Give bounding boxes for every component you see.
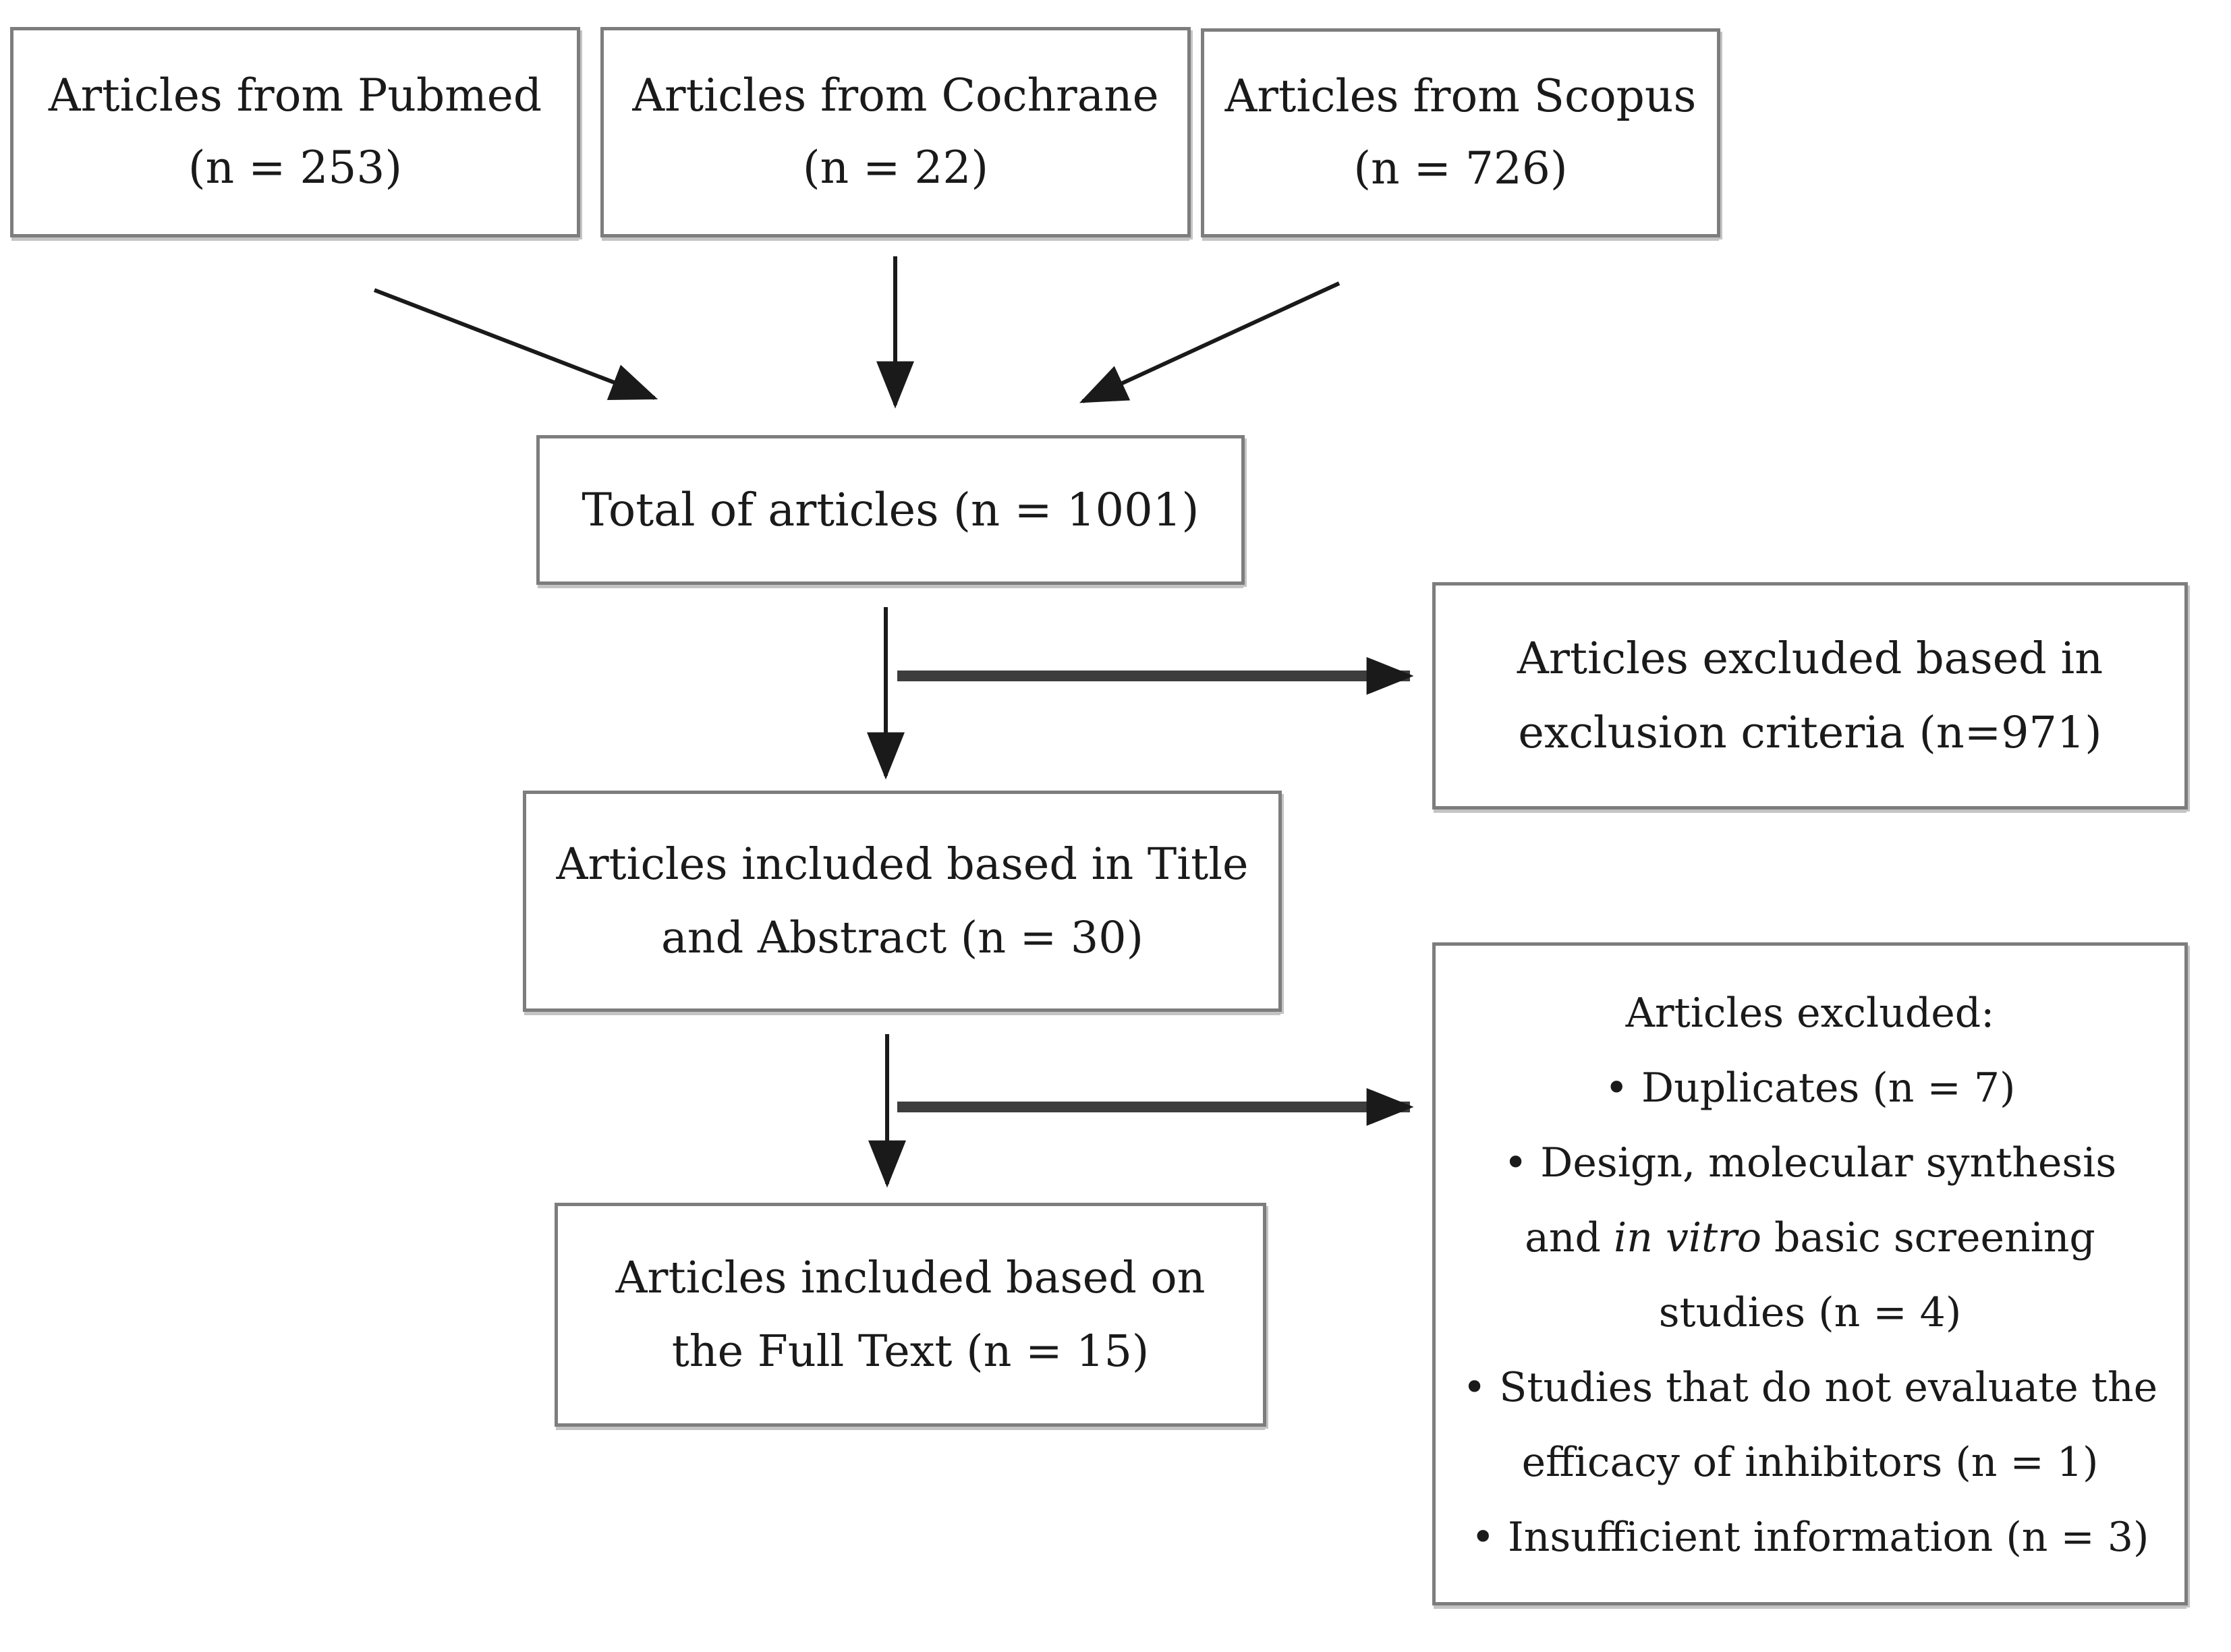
excluded-detail-title: Articles excluded: (1625, 990, 1995, 1037)
arrow-pubmed-to-total (373, 288, 658, 400)
excluded-item-design-line2: and in vitro basic screening (1525, 1201, 2095, 1276)
excluded-detail-box: Articles excluded: • Duplicates (n = 7) … (1432, 942, 2188, 1605)
excluded-criteria-box: Articles excluded based in exclusion cri… (1432, 582, 2188, 809)
included-full-text-box: Articles included based on the Full Text… (555, 1203, 1266, 1427)
arrow-scopus-to-total (1079, 281, 1340, 403)
pubmed-label: Articles from Pubmed (48, 69, 542, 122)
scopus-source-box: Articles from Scopus (n = 726) (1201, 28, 1720, 237)
included-title-abstract-box: Articles included based in Title and Abs… (523, 791, 1282, 1012)
total-articles-text: Total of articles (n = 1001) (582, 484, 1199, 536)
full-text-line2: the Full Text (n = 15) (671, 1326, 1150, 1377)
pubmed-count: (n = 253) (188, 142, 403, 194)
excluded-item-design-line2-italic: in vitro (1614, 1214, 1761, 1261)
title-abstract-line1: Articles included based in Title (556, 838, 1249, 890)
excluded-item-design-line2-post: basic screening (1761, 1214, 2095, 1261)
cochrane-count: (n = 22) (802, 142, 989, 194)
excluded-item-noefficacy-line2: efficacy of inhibitors (n = 1) (1521, 1439, 2099, 1486)
scopus-label: Articles from Scopus (1224, 70, 1697, 123)
cochrane-source-box: Articles from Cochrane (n = 22) (600, 27, 1191, 237)
full-text-line1: Articles included based on (615, 1252, 1206, 1303)
title-abstract-line2: and Abstract (n = 30) (661, 913, 1143, 963)
pubmed-source-box: Articles from Pubmed (n = 253) (10, 27, 580, 237)
excluded-item-design-line2-pre: and (1525, 1214, 1614, 1261)
excluded-item-design-line3: studies (n = 4) (1658, 1289, 1962, 1336)
excluded-item-noefficacy-line1: • Studies that do not evaluate the (1462, 1364, 2158, 1411)
excluded-criteria-line2: exclusion criteria (n=971) (1518, 707, 2102, 758)
cochrane-label: Articles from Cochrane (632, 69, 1159, 122)
excluded-item-duplicates: • Duplicates (n = 7) (1604, 1064, 2016, 1112)
excluded-criteria-line1: Articles excluded based in (1517, 633, 2103, 685)
scopus-count: (n = 726) (1353, 142, 1568, 194)
excluded-item-design-line1: • Design, molecular synthesis (1503, 1139, 2117, 1187)
excluded-item-insufficient: • Insufficient information (n = 3) (1471, 1514, 2149, 1561)
total-articles-box: Total of articles (n = 1001) (536, 435, 1245, 585)
